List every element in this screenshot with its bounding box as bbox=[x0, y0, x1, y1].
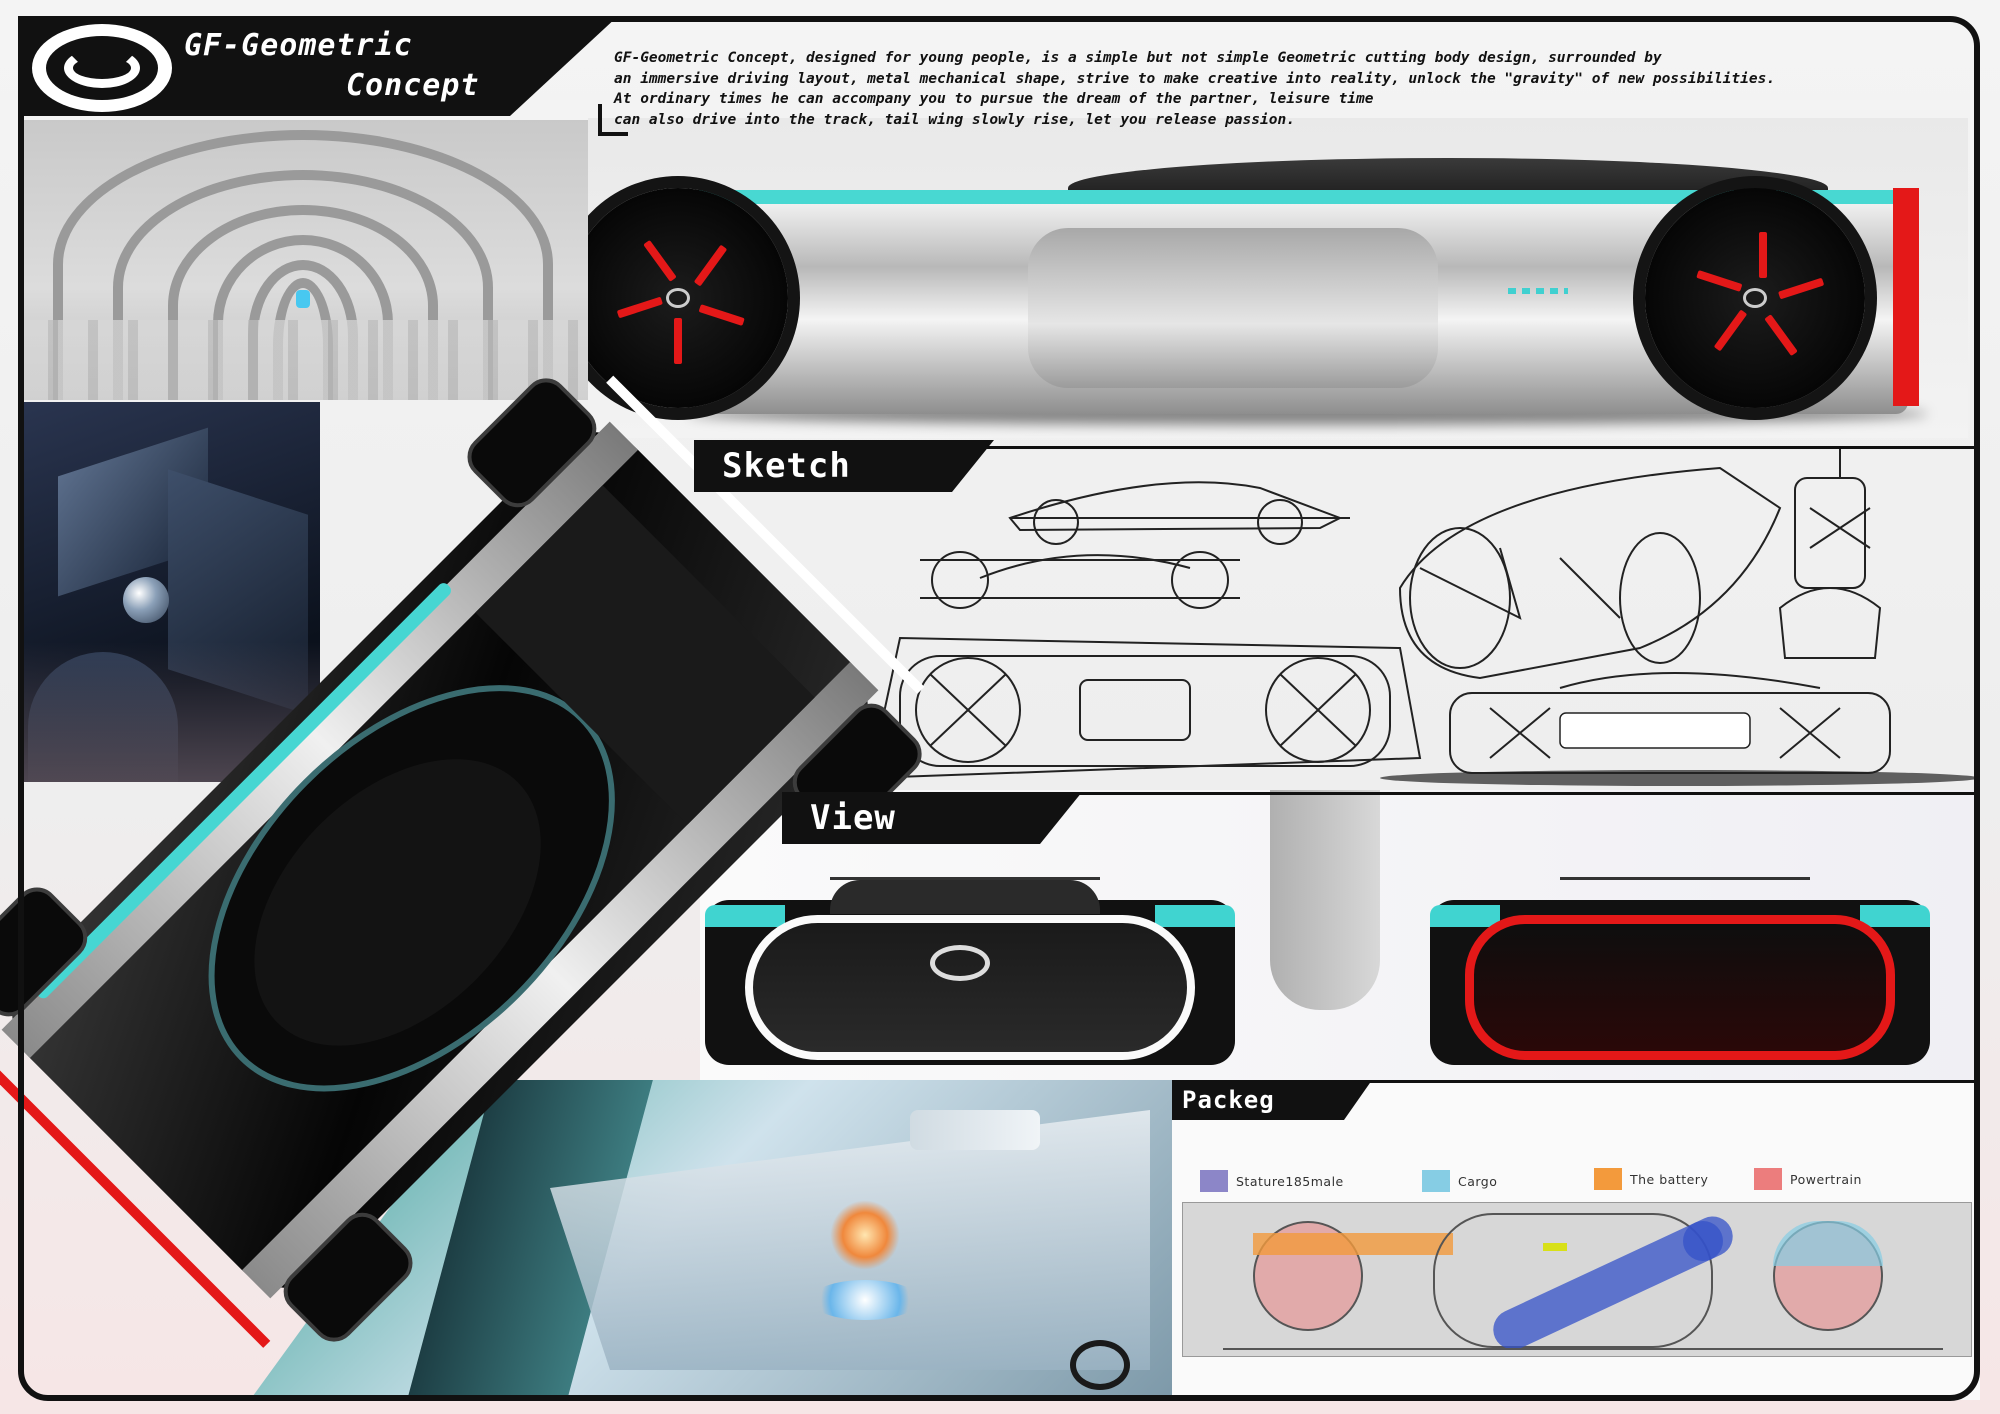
section-title-sketch: Sketch bbox=[694, 440, 994, 492]
title-line-1: GF-Geometric bbox=[184, 28, 413, 63]
legend-swatch-powertrain bbox=[1754, 1168, 1782, 1190]
logo-g-mark bbox=[64, 48, 140, 88]
concept-description: GF-Geometric Concept, designed for young… bbox=[614, 48, 1974, 130]
sketch-drawings bbox=[868, 448, 1980, 786]
description-line: an immersive driving layout, metal mecha… bbox=[614, 70, 1776, 87]
view-divider bbox=[960, 792, 1980, 795]
legend-label-powertrain: Powertrain bbox=[1790, 1172, 1862, 1187]
package-layout: Stature185male Cargo The battery Powertr… bbox=[1172, 1080, 1980, 1400]
legend-swatch-cargo bbox=[1422, 1170, 1450, 1192]
description-line: At ordinary times he can accompany you t… bbox=[614, 91, 1374, 107]
sketch-divider bbox=[946, 446, 1980, 449]
section-title-view: View bbox=[782, 792, 1082, 844]
package-diagram bbox=[1182, 1202, 1972, 1357]
title-line-2: Concept bbox=[346, 68, 480, 103]
legend-label-cargo: Cargo bbox=[1458, 1174, 1498, 1189]
description-line: can also drive into the track, tail wing… bbox=[614, 111, 1295, 128]
description-line: GF-Geometric Concept, designed for young… bbox=[614, 50, 1662, 66]
legend-label-battery: The battery bbox=[1630, 1172, 1709, 1187]
description-bracket bbox=[598, 104, 628, 136]
package-divider bbox=[1300, 1080, 1980, 1083]
legend-label-stature: Stature185male bbox=[1236, 1174, 1344, 1189]
board-frame bbox=[18, 16, 1980, 1401]
section-title-package: Packeg bbox=[1172, 1080, 1372, 1120]
legend-swatch-battery bbox=[1594, 1168, 1622, 1190]
legend-swatch-stature bbox=[1200, 1170, 1228, 1192]
